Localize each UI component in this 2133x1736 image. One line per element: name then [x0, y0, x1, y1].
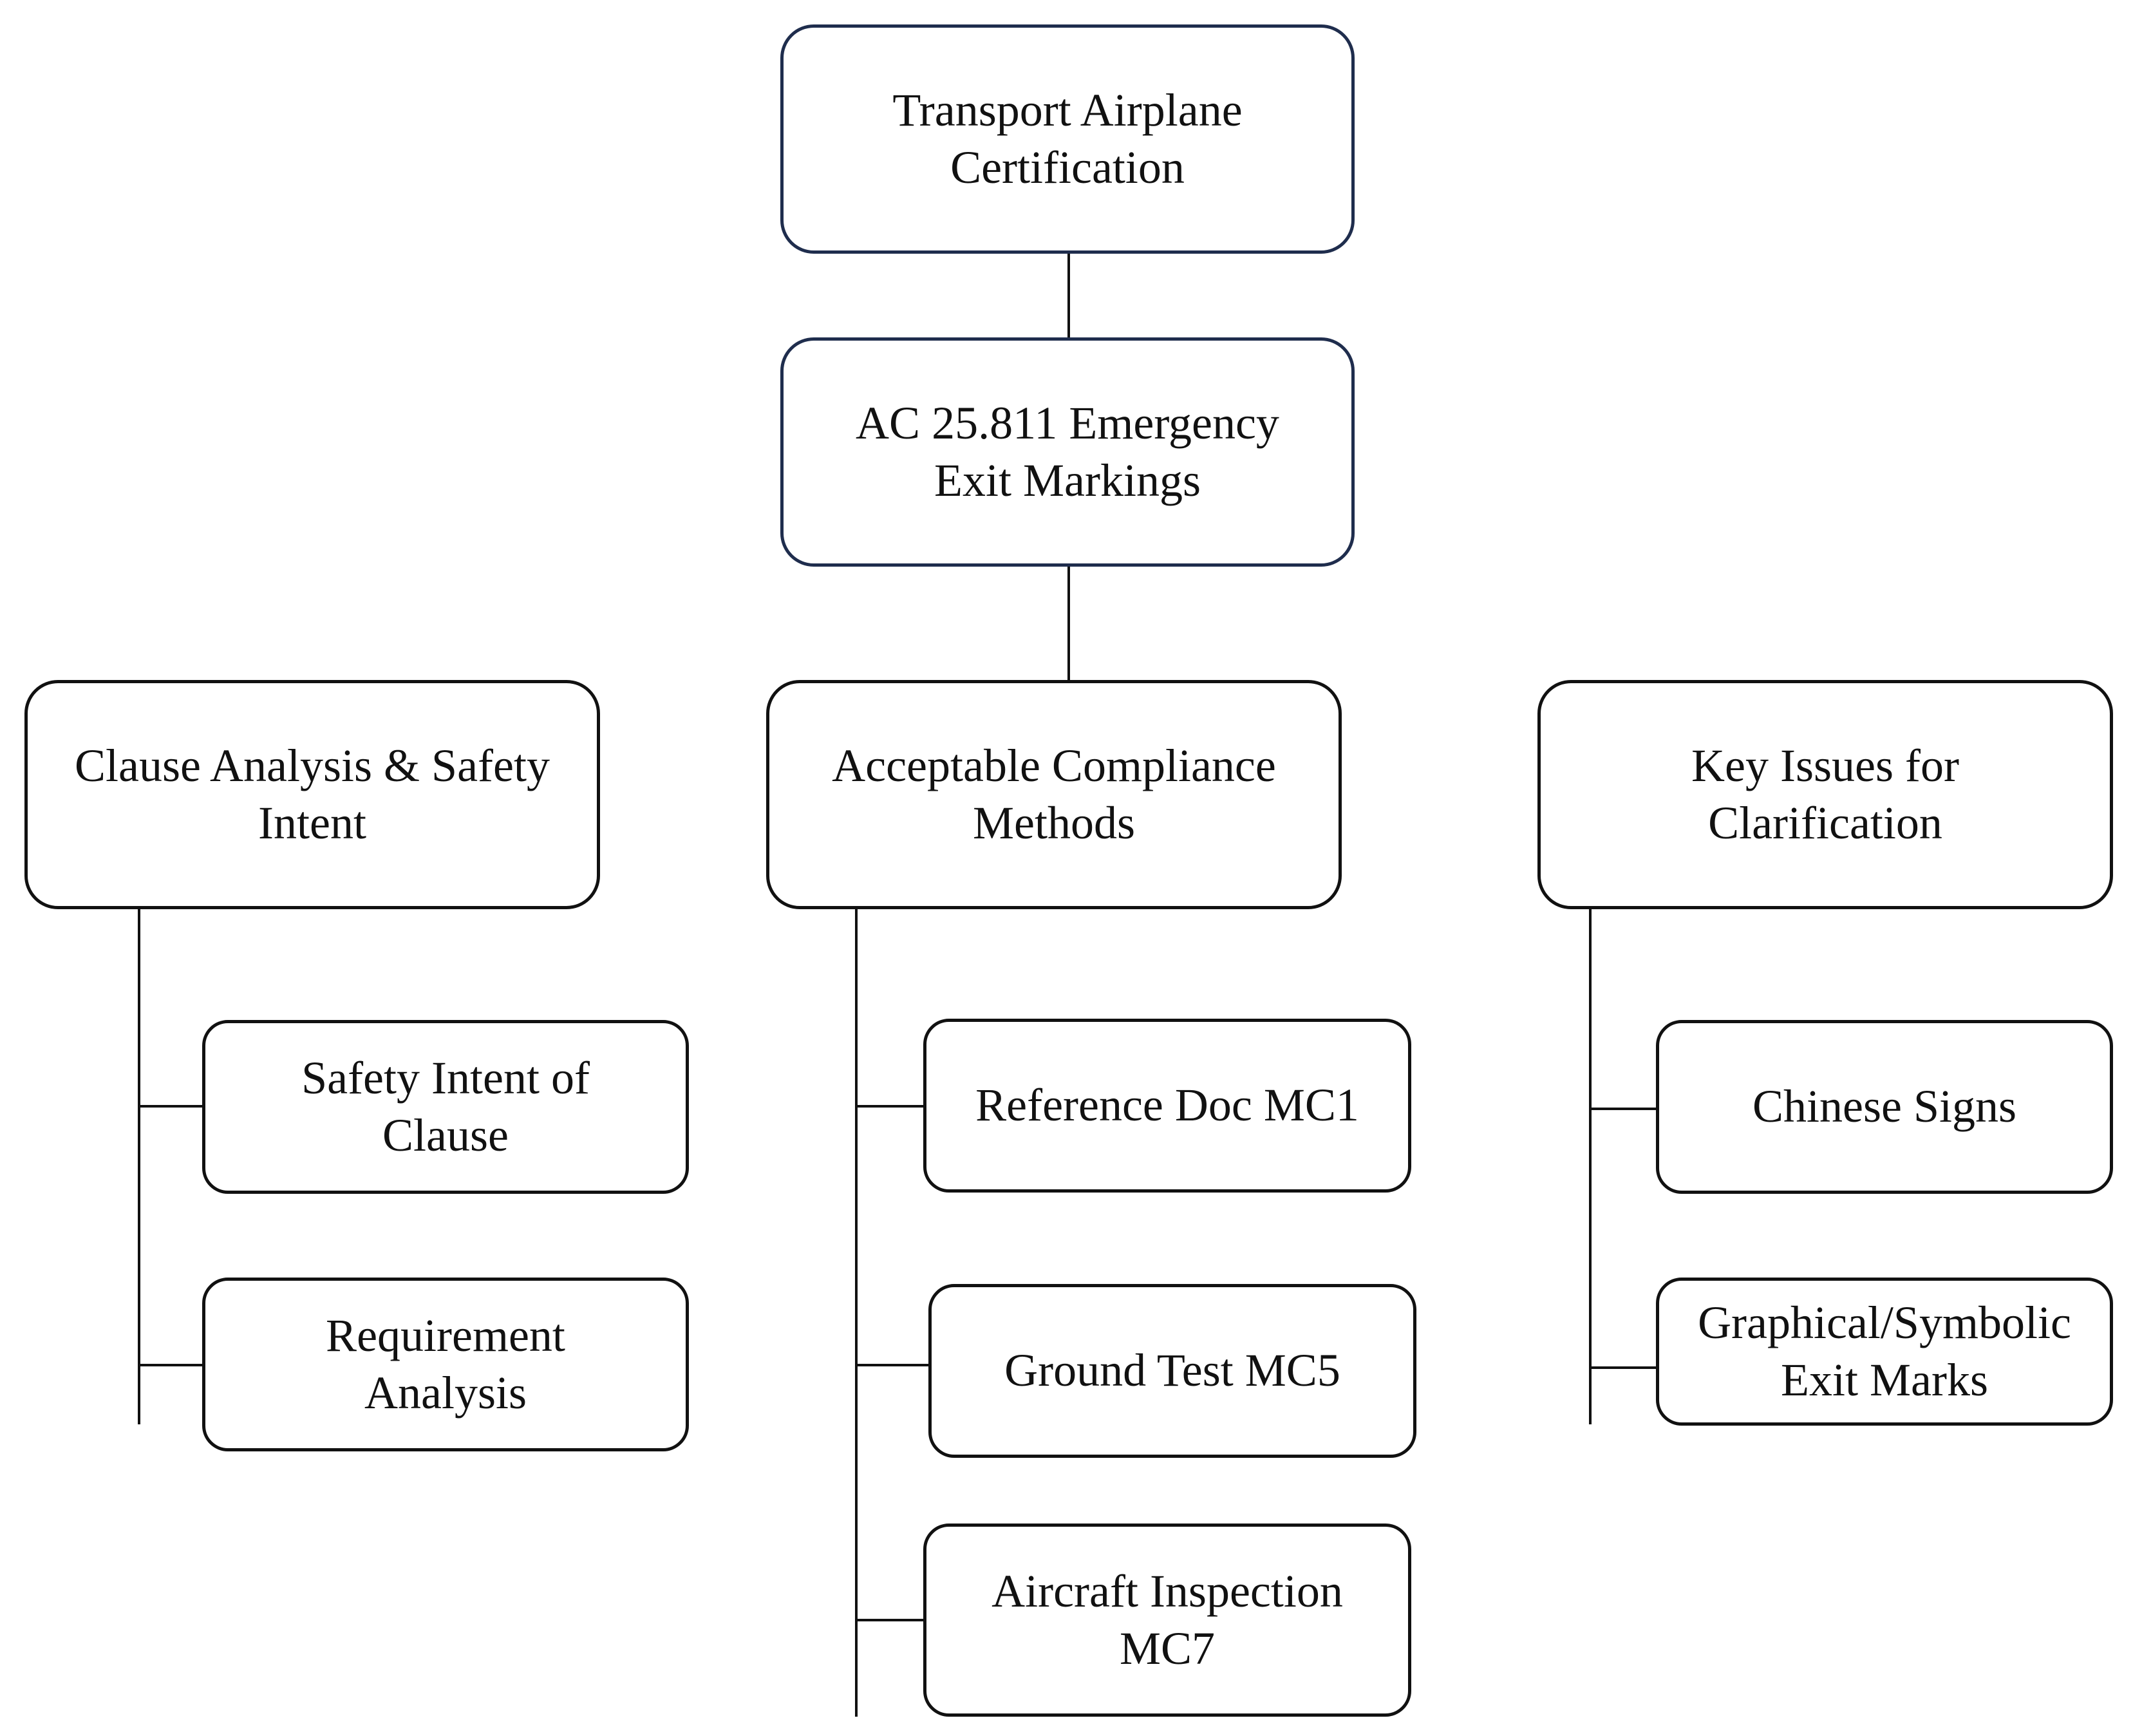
- node-graphical-symbolic-exit-marks: Graphical/Symbolic Exit Marks: [1656, 1278, 2113, 1426]
- node-transport-airplane-certification: Transport Airplane Certification: [780, 24, 1355, 254]
- node-clause-analysis-safety-intent: Clause Analysis & Safety Intent: [24, 680, 600, 909]
- node-safety-intent-of-clause: Safety Intent of Clause: [202, 1020, 689, 1194]
- node-chinese-signs: Chinese Signs: [1656, 1020, 2113, 1194]
- node-ac-25-811-exit-markings: AC 25.811 Emergency Exit Markings: [780, 337, 1355, 567]
- node-aircraft-inspection-mc7: Aircraft Inspection MC7: [923, 1524, 1411, 1717]
- node-acceptable-compliance-methods: Acceptable Compliance Methods: [766, 680, 1342, 909]
- node-requirement-analysis: Requirement Analysis: [202, 1278, 689, 1451]
- node-reference-doc-mc1: Reference Doc MC1: [923, 1019, 1411, 1193]
- node-key-issues-clarification: Key Issues for Clarification: [1537, 680, 2113, 909]
- node-ground-test-mc5: Ground Test MC5: [928, 1284, 1416, 1458]
